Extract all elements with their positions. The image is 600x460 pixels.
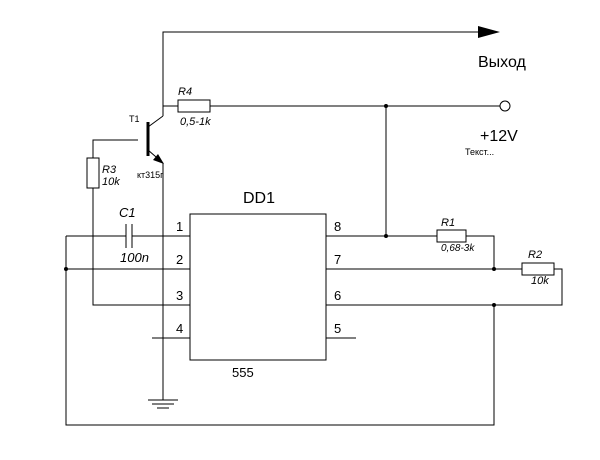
junction-dot [492, 303, 496, 307]
resistor-r2 [521, 262, 555, 276]
r2-ref: R2 [528, 249, 542, 261]
junction-dot [384, 234, 388, 238]
resistor-r1 [436, 229, 467, 243]
pin-1-label: 1 [176, 219, 183, 234]
transistor-t1 [146, 122, 164, 164]
supply-terminal-icon [499, 100, 511, 112]
pin-8-label: 8 [334, 219, 341, 234]
pin-6-label: 6 [334, 288, 341, 303]
c1-value: 100n [120, 250, 149, 265]
r3-value: 10k [102, 176, 120, 188]
r1-to-pin7-wire [466, 235, 495, 269]
pin-4-label: 4 [176, 321, 183, 336]
transistor-ref: T1 [129, 114, 140, 124]
r1-ref: R1 [441, 217, 455, 229]
r2-value: 10k [531, 275, 549, 287]
chip-type: 555 [232, 365, 254, 380]
collector-wire [147, 115, 164, 128]
pin-7-label: 7 [334, 252, 341, 267]
output-arrow-icon [478, 26, 500, 38]
r3-to-pin3-wire [92, 188, 190, 306]
pin-5-label: 5 [334, 321, 341, 336]
resistor-r4 [177, 99, 211, 113]
r4-value: 0,5-1k [180, 116, 211, 128]
pin-2-label: 2 [176, 252, 183, 267]
transistor-part: кт315г [137, 170, 164, 180]
ground-icon [148, 399, 178, 409]
capacitor-c1 [125, 224, 133, 248]
supply-note: Текст... [465, 147, 494, 157]
supply-label: +12V [480, 128, 518, 145]
bottom-loop-wire [65, 236, 495, 426]
junction-dot [384, 104, 388, 108]
chip-name: DD1 [243, 190, 275, 207]
emitter-arrow-icon [153, 154, 164, 164]
r2-loop-wire [326, 268, 563, 306]
c1-ref: C1 [119, 205, 136, 220]
junction-dot [64, 267, 68, 271]
base-wire [92, 139, 138, 158]
output-label: Выход [478, 54, 527, 71]
resistor-r3 [86, 157, 100, 189]
junction-dot [492, 267, 496, 271]
pin-3-label: 3 [176, 288, 183, 303]
output-wire [162, 31, 480, 116]
r4-ref: R4 [178, 86, 192, 98]
r1-value: 0,68-3k [441, 243, 475, 254]
r3-ref: R3 [102, 164, 117, 176]
chip-body [189, 213, 327, 361]
